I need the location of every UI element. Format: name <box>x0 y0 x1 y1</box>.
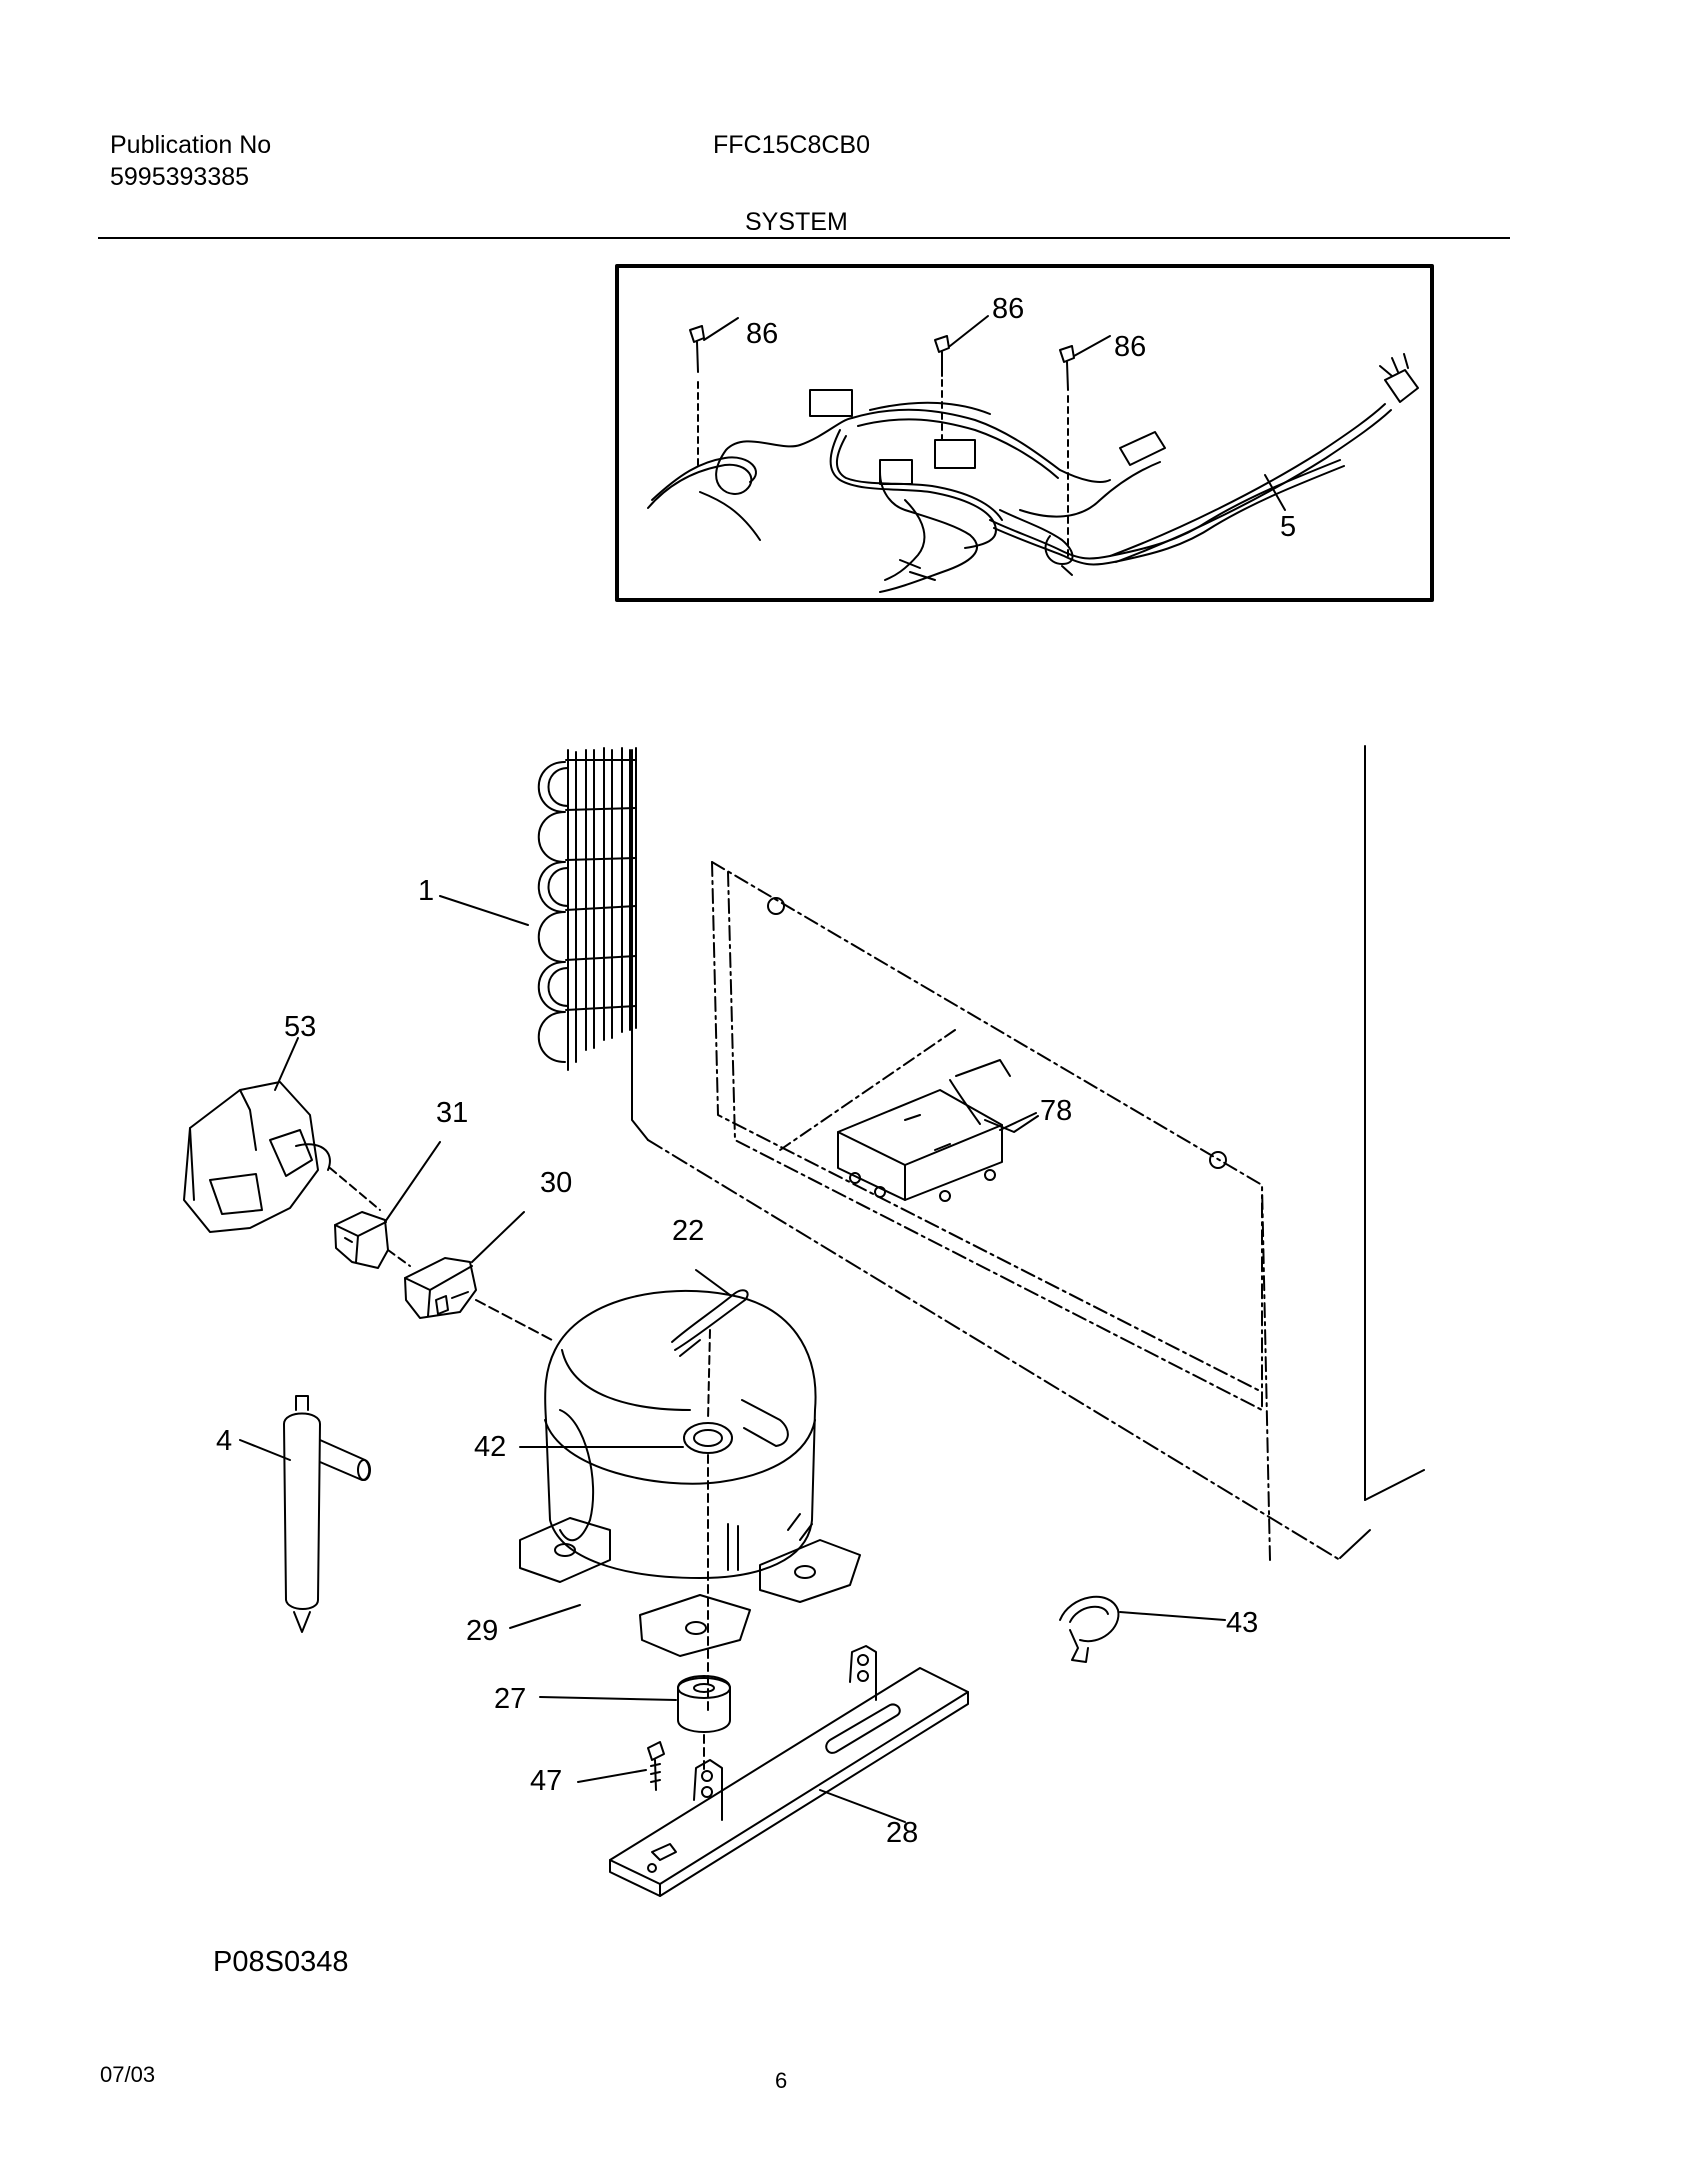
inset-screws <box>689 325 1075 561</box>
wiring-harness-inset <box>615 264 1434 602</box>
cabinet-hole-a <box>767 897 785 915</box>
harness-connector-c <box>879 459 913 485</box>
callout-42: 42 <box>474 1431 506 1463</box>
harness-connector-b <box>934 439 976 469</box>
page-number: 6 <box>775 2068 788 2093</box>
compressor <box>519 1289 861 1657</box>
callout-53: 53 <box>284 1011 316 1043</box>
callout-22: 22 <box>672 1215 704 1247</box>
tube-clamp <box>1059 1595 1120 1663</box>
callout-86-right: 86 <box>1114 331 1146 363</box>
callout-86-left: 86 <box>746 318 778 350</box>
callout-29: 29 <box>466 1615 498 1647</box>
control-module <box>837 1059 1039 1202</box>
filter-drier <box>283 1395 371 1633</box>
condenser-coil <box>537 747 637 1071</box>
callout-86-middle: 86 <box>992 293 1024 325</box>
revision-date: 07/03 <box>100 2062 156 2087</box>
cabinet-hole-b <box>1209 1151 1227 1169</box>
inset-frame <box>615 264 1434 602</box>
publication-label: Publication No <box>110 131 272 159</box>
rubber-grommet <box>677 1675 731 1733</box>
cabinet-outline <box>631 745 1425 1561</box>
callout-30: 30 <box>540 1167 572 1199</box>
callout-31: 31 <box>436 1097 468 1129</box>
plug-body <box>1384 369 1419 403</box>
model-number: FFC15C8CB0 <box>713 131 870 159</box>
wiring-harness <box>647 315 1419 593</box>
mounting-bracket <box>609 1645 969 1897</box>
callout-5: 5 <box>1280 511 1296 543</box>
publication-number: 5995393385 <box>110 163 250 191</box>
clip <box>671 1289 749 1357</box>
callout-47: 47 <box>530 1765 562 1797</box>
callout-78: 78 <box>1040 1095 1072 1127</box>
overload-protector <box>404 1257 477 1319</box>
callout-1: 1 <box>418 875 434 907</box>
illustration-code: P08S0348 <box>213 1946 349 1978</box>
compressor-cover <box>183 1081 331 1233</box>
callout-43: 43 <box>1226 1607 1258 1639</box>
harness-connector-d <box>1119 431 1166 466</box>
section-title: SYSTEM <box>745 208 848 236</box>
harness-connector-a <box>809 389 853 417</box>
callout-27: 27 <box>494 1683 526 1715</box>
header-rule <box>98 237 1510 239</box>
callout-4: 4 <box>216 1425 232 1457</box>
callout-28: 28 <box>886 1817 918 1849</box>
mounting-screw <box>647 1741 665 1791</box>
relay <box>334 1211 389 1269</box>
